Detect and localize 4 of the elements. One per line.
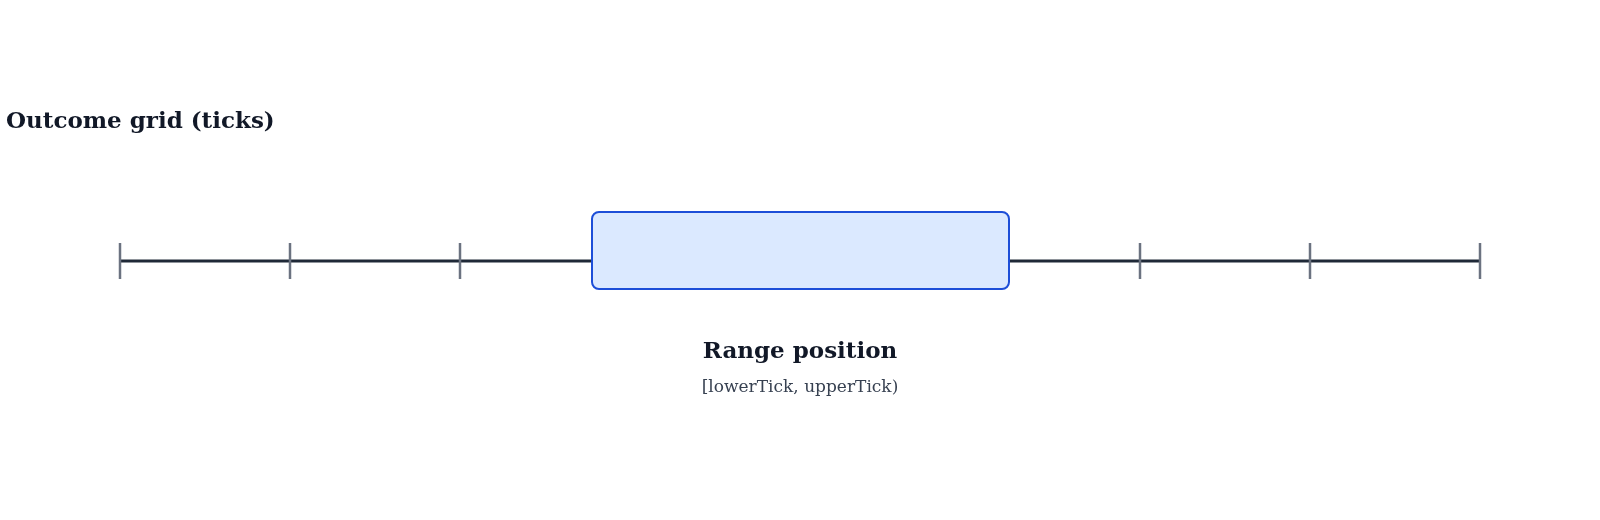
range-label: Range position: [702, 336, 898, 363]
range-box: [591, 211, 1010, 290]
interval-notation: [lowerTick, upperTick): [701, 376, 899, 396]
diagram-title: Outcome grid (ticks): [6, 106, 275, 133]
